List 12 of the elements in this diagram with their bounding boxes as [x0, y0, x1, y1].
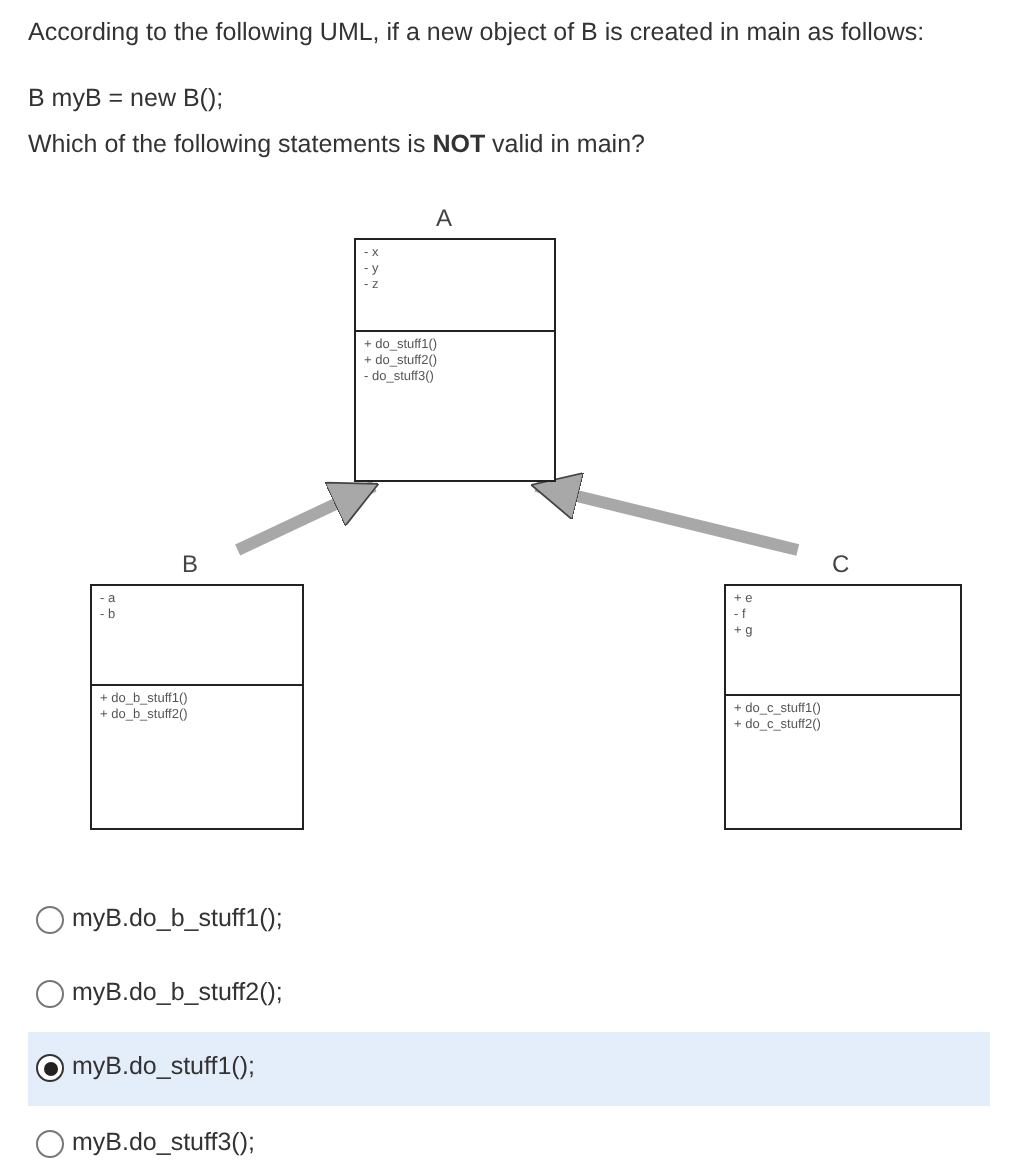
class-name: C — [832, 550, 850, 578]
question-text: Which of the following statements is NOT valid in main? — [28, 130, 645, 158]
answer-option: myB.do_b_stuff1(); — [72, 904, 283, 932]
inheritance-arrow — [530, 472, 800, 556]
answer-option: myB.do_stuff1(); — [72, 1052, 255, 1080]
class-name: B — [182, 550, 199, 578]
answer-option: myB.do_b_stuff2(); — [72, 978, 283, 1006]
answer-option: myB.do_stuff3(); — [72, 1128, 255, 1156]
question-text: According to the following UML, if a new object of B is created in main as follows: — [28, 18, 925, 46]
question-text: B myB = new B(); — [28, 84, 224, 112]
class-name: A — [436, 204, 453, 232]
inheritance-arrow — [235, 480, 380, 556]
